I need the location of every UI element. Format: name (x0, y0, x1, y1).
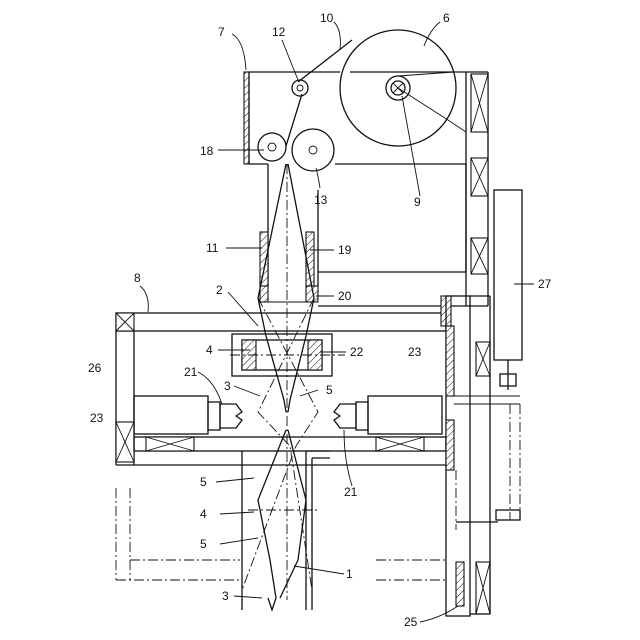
label-18: 18 (200, 144, 214, 158)
label-4-upper: 4 (206, 343, 213, 357)
label-19: 19 (338, 243, 352, 257)
label-12: 12 (272, 25, 286, 39)
label-13: 13 (314, 193, 328, 207)
label-6: 6 (443, 11, 450, 25)
label-5-upper: 5 (326, 383, 333, 397)
label-3-lower: 3 (222, 589, 229, 603)
phantom-lines (116, 164, 466, 580)
guide-roller (292, 80, 308, 96)
label-1: 1 (346, 567, 353, 581)
label-11: 11 (206, 241, 219, 255)
upper-frame (244, 72, 466, 286)
label-4-lower: 4 (200, 507, 207, 521)
label-25: 25 (404, 615, 418, 629)
label-21-left: 21 (184, 365, 198, 379)
label-23-left: 23 (90, 411, 104, 425)
nip-rollers (258, 129, 334, 171)
label-7: 7 (218, 25, 225, 39)
forming-guide (260, 232, 318, 302)
sealer-units (134, 396, 442, 434)
label-8: 8 (134, 271, 141, 285)
label-2: 2 (216, 283, 223, 297)
label-5-lower: 5 (200, 537, 207, 551)
label-27: 27 (538, 277, 552, 291)
label-3-upper: 3 (224, 379, 231, 393)
label-5-mid: 5 (200, 475, 207, 489)
label-26: 26 (88, 361, 102, 375)
label-20: 20 (338, 289, 352, 303)
supply-roll (340, 30, 466, 146)
label-10: 10 (320, 11, 334, 25)
label-21-right: 21 (344, 485, 358, 499)
label-23-right: 23 (408, 345, 422, 359)
tube-profile (230, 164, 345, 600)
label-22: 22 (350, 345, 364, 359)
lower-right-column (441, 296, 520, 616)
label-9: 9 (414, 195, 421, 209)
